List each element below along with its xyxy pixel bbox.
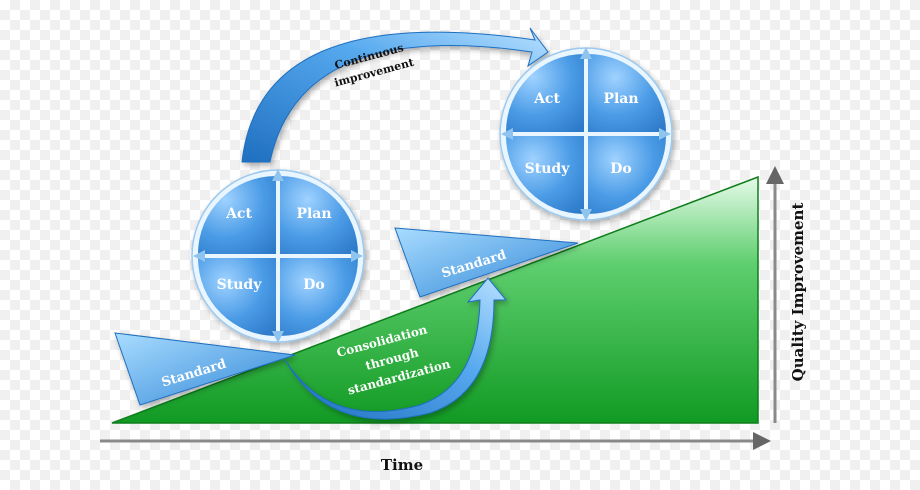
wheel-2-study-quadrant — [506, 136, 584, 214]
wheel-2-plan-quadrant — [588, 54, 666, 132]
wheel-2-act-label: Act — [533, 91, 560, 107]
pdca-wheel-1 — [191, 169, 365, 343]
wheel-1-do-quadrant — [280, 258, 358, 336]
wheel-1-plan-quadrant — [280, 176, 358, 254]
wheel-2-do-label: Do — [610, 161, 631, 177]
pdca-wheel-2 — [499, 47, 673, 221]
y-axis-label: Quality Improvement — [789, 203, 807, 382]
consolidation-arrow — [284, 277, 508, 420]
wheel-1-act-label: Act — [225, 206, 252, 222]
wheel-2-plan-label: Plan — [603, 91, 638, 107]
wheel-2-act-quadrant — [506, 54, 584, 132]
wheel-2-do-quadrant — [588, 136, 666, 214]
wheel-1-study-quadrant — [198, 258, 276, 336]
axes: Time Quality Improvement — [100, 166, 807, 474]
wheel-1-do-label: Do — [303, 277, 324, 293]
wheel-1-study-label: Study — [217, 277, 263, 293]
wheel-2-study-label: Study — [525, 161, 571, 177]
wheel-1-plan-label: Plan — [296, 206, 331, 222]
wheel-1-act-quadrant — [198, 176, 276, 254]
x-axis-label: Time — [381, 456, 423, 474]
continuous-improvement-arrow — [241, 27, 549, 163]
